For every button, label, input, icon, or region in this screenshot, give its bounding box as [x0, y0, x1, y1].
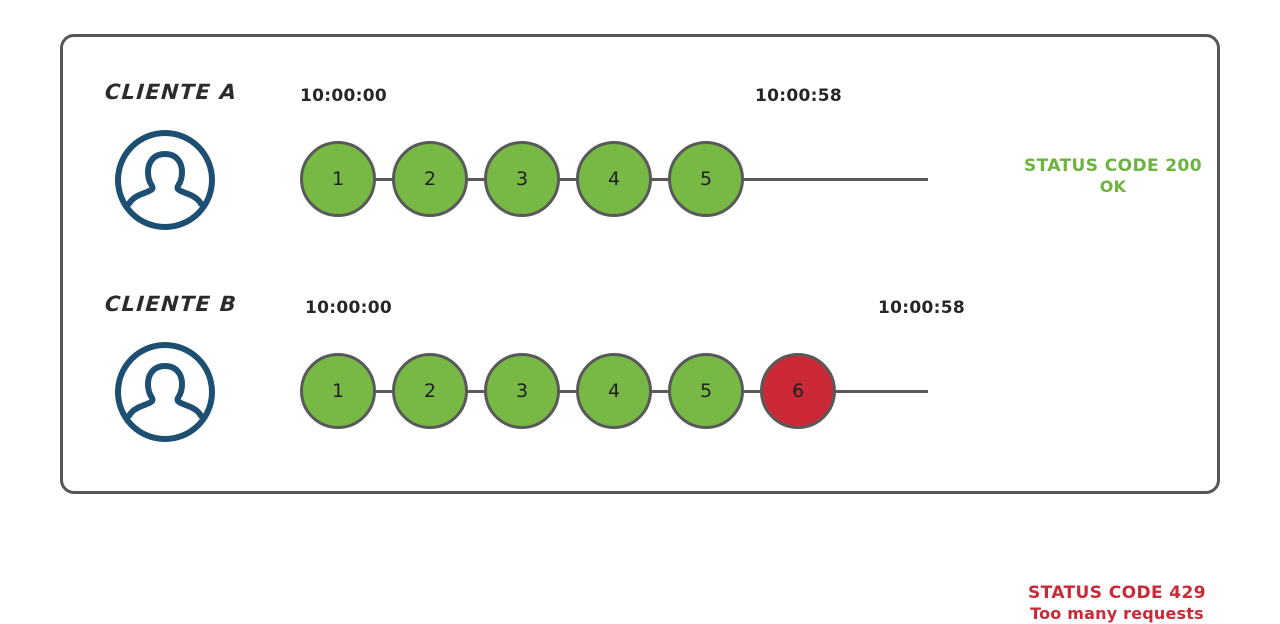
client-label-a: CLIENTE A: [104, 80, 239, 104]
client-label-b: CLIENTE B: [104, 292, 239, 316]
status-badge-a: STATUS CODE 200 OK: [1024, 156, 1202, 197]
request-chain-a: 1 2 3 4 5: [300, 140, 928, 218]
request-node[interactable]: 3: [484, 353, 560, 429]
request-node[interactable]: 1: [300, 141, 376, 217]
request-node[interactable]: 5: [668, 141, 744, 217]
request-node[interactable]: 4: [576, 353, 652, 429]
chain-connector: [372, 177, 396, 181]
status-badge-b: STATUS CODE 429 Too many requests: [1028, 583, 1206, 624]
timestamp-end-a: 10:00:58: [755, 86, 842, 106]
timestamp-start-b: 10:00:00: [305, 298, 392, 318]
request-node[interactable]: 4: [576, 141, 652, 217]
status-message-a: OK: [1099, 177, 1127, 197]
chain-connector: [740, 389, 764, 393]
request-node[interactable]: 2: [392, 353, 468, 429]
user-avatar-icon: [113, 128, 217, 232]
timestamp-start-a: 10:00:00: [300, 86, 387, 106]
chain-connector: [648, 177, 672, 181]
chain-connector: [372, 389, 396, 393]
user-avatar-icon: [113, 340, 217, 444]
request-node[interactable]: 1: [300, 353, 376, 429]
timestamp-end-b: 10:00:58: [878, 298, 965, 318]
status-code-b: STATUS CODE 429: [1028, 583, 1206, 603]
request-chain-b: 1 2 3 4 5 6: [300, 352, 928, 430]
request-node[interactable]: 2: [392, 141, 468, 217]
chain-connector: [464, 177, 488, 181]
chain-connector: [556, 389, 580, 393]
chain-tail: [832, 389, 928, 393]
diagram-canvas: CLIENTE A 10:00:00 10:00:58 1 2 3 4 5 ST…: [60, 34, 1220, 624]
request-node[interactable]: 5: [668, 353, 744, 429]
status-message-b: Too many requests: [1030, 604, 1204, 624]
chain-tail: [740, 177, 928, 181]
status-code-a: STATUS CODE 200: [1024, 156, 1202, 176]
chain-connector: [648, 389, 672, 393]
chain-connector: [464, 389, 488, 393]
request-node[interactable]: 3: [484, 141, 560, 217]
request-node-error[interactable]: 6: [760, 353, 836, 429]
chain-connector: [556, 177, 580, 181]
